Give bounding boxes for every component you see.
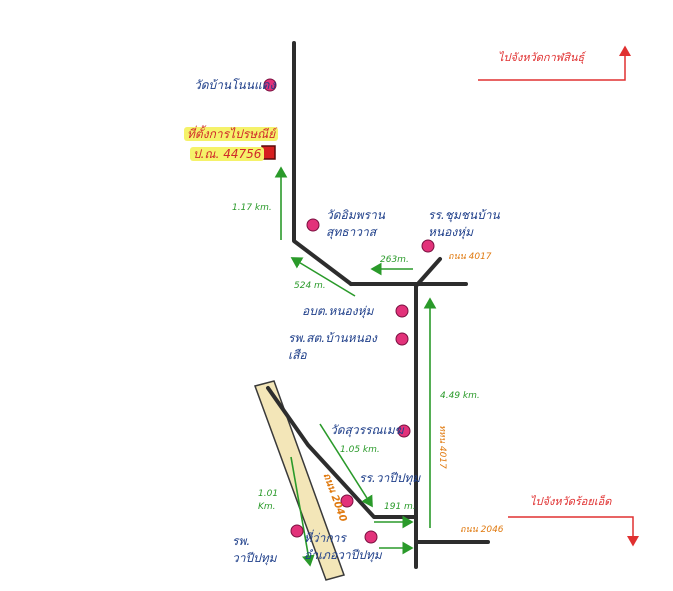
label-wat-ban-non-daeng: วัดบ้านโนนแดง xyxy=(194,78,276,92)
distance-117: 1.17 km. xyxy=(232,203,272,213)
poi-hospital xyxy=(290,524,304,538)
label-wat-chim-phli: วัดอิมพราน สุทธาวาส xyxy=(326,208,385,239)
label-health-center: รพ.สต.บ้านหนอง เสือ xyxy=(288,331,377,362)
distance-105: 1.05 km. xyxy=(340,445,380,455)
direction-north: ไปจังหวัดกาฬสินธุ์ xyxy=(498,51,585,64)
post-office-title: ที่ตั้งการไปรษณีย์ xyxy=(184,127,279,141)
poi-health-center xyxy=(395,332,409,346)
highway-2040 xyxy=(254,380,345,581)
poi-district-office xyxy=(364,530,378,544)
distance-arrows xyxy=(274,166,437,567)
road-north-segment xyxy=(292,41,353,286)
label-district-office: ที่ว่าการ อำเภอวาปีปทุม xyxy=(304,531,382,562)
label-hospital: รพ. วาปีปทุม xyxy=(232,534,277,565)
poi-obt xyxy=(395,304,409,318)
label-wat-suwanna: วัดสุวรรณเมฆ xyxy=(330,423,404,437)
poi-wat-chim-phli xyxy=(306,218,320,232)
poi-school-chumchon xyxy=(421,239,435,253)
poi-markers xyxy=(263,78,435,544)
direction-south: ไปจังหวัดร้อยเอ็ด xyxy=(530,495,612,508)
road-network xyxy=(266,41,490,569)
distance-524: 524 m. xyxy=(294,281,326,291)
poi-wat-ban-non-daeng xyxy=(263,78,277,92)
poi-school-wapi xyxy=(340,494,354,508)
distance-101: 1.01 Km. xyxy=(258,489,279,512)
distance-191: 191 m. xyxy=(384,502,416,512)
label-school-chumchon: รร.ชุมชนบ้าน หนองหุ่ม xyxy=(428,208,500,239)
road-4017-spur xyxy=(414,257,442,288)
label-school-wapi: รร.วาปีปทุม xyxy=(359,471,421,485)
distance-449: 4.49 km. xyxy=(440,391,480,401)
label-obt: อบต.หนองหุ่ม xyxy=(302,304,374,318)
road-label-4017-vertical: ทหน 4017 xyxy=(437,425,447,469)
road-label-4017-top: ถนน 4017 xyxy=(448,252,492,262)
post-office-postcode: ป.ณ. 44756 xyxy=(190,147,265,161)
direction-arrows xyxy=(478,45,639,547)
road-2040-link xyxy=(266,386,418,519)
poi-wat-suwanna xyxy=(397,424,411,438)
road-label-2046: ถนน 2046 xyxy=(460,525,504,535)
distance-263: 263m. xyxy=(380,255,409,265)
